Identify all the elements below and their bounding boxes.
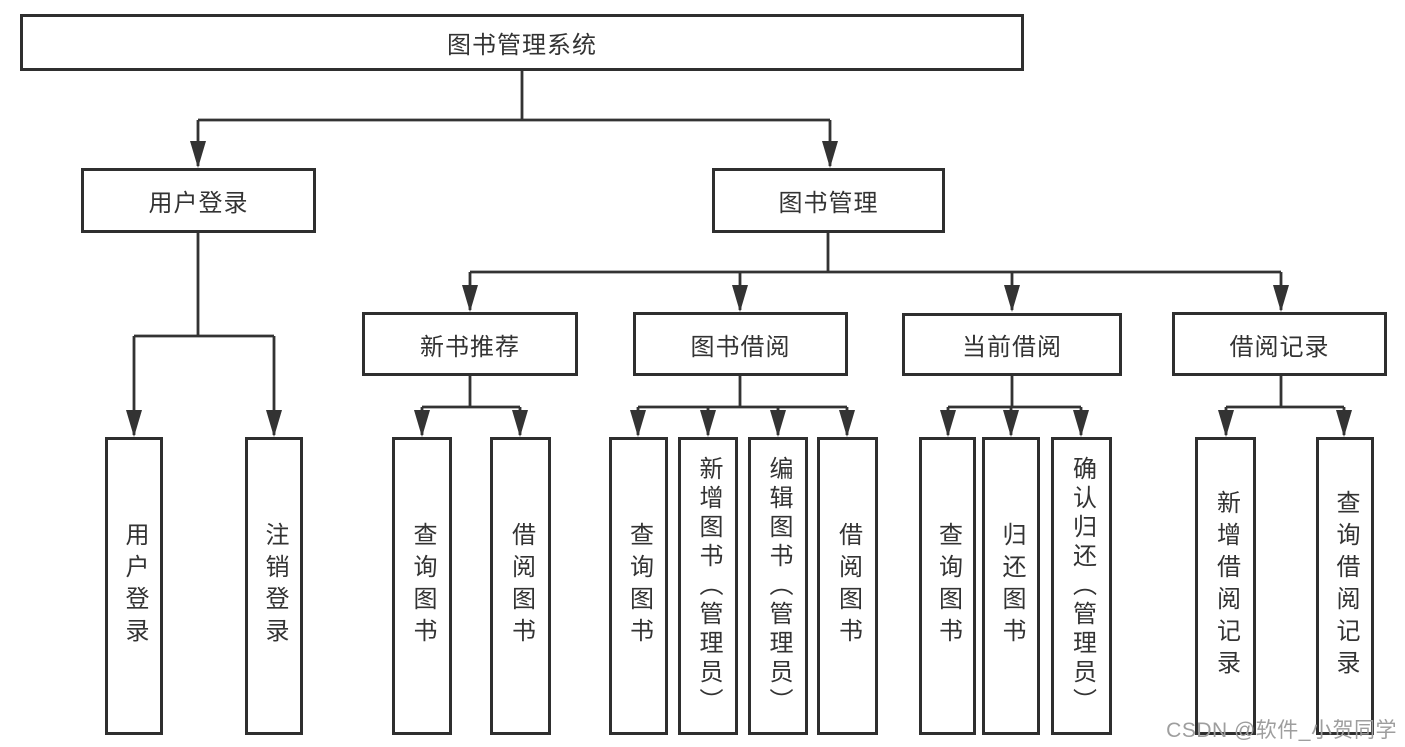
leaf-borrow-books-1: 借阅图书	[490, 437, 551, 735]
leaf-user-login: 用户登录	[105, 437, 163, 735]
leaf-user-login-label: 用户登录	[121, 522, 148, 650]
leaf-query-books-2-label: 查询图书	[625, 522, 653, 650]
leaf-return-books: 归还图书	[982, 437, 1040, 735]
node-current-borrowing-label: 当前借阅	[962, 334, 1062, 361]
leaf-query-books-1-label: 查询图书	[409, 522, 436, 650]
node-book-management-label: 图书管理	[778, 190, 879, 217]
leaf-query-books-3-label: 查询图书	[934, 522, 962, 650]
node-new-book-recommend-label: 新书推荐	[420, 333, 520, 361]
leaf-return-books-label: 归还图书	[998, 522, 1025, 650]
leaf-borrow-books-2: 借阅图书	[817, 437, 878, 735]
leaf-confirm-return-admin: 确认归还（管理员）	[1051, 437, 1112, 735]
leaf-query-books-1: 查询图书	[392, 437, 452, 735]
leaf-query-books-3: 查询图书	[919, 437, 976, 735]
node-borrowing-records: 借阅记录	[1172, 312, 1387, 376]
node-borrowing-records-label: 借阅记录	[1229, 333, 1330, 361]
node-book-borrowing-label: 图书借阅	[690, 333, 791, 361]
node-user-login: 用户登录	[81, 168, 316, 233]
leaf-edit-books-admin-label: 编辑图书（管理员）	[765, 455, 792, 717]
leaf-add-borrow-record: 新增借阅记录	[1195, 437, 1256, 735]
leaf-query-books-2: 查询图书	[609, 437, 668, 735]
leaf-confirm-return-admin-label: 确认归还（管理员）	[1068, 455, 1096, 717]
node-book-management: 图书管理	[712, 168, 945, 233]
node-library-management-system: 图书管理系统	[20, 14, 1024, 71]
csdn-watermark: CSDN @软件_小贺同学	[1166, 719, 1397, 742]
leaf-add-borrow-record-label: 新增借阅记录	[1212, 490, 1240, 682]
node-library-management-system-label: 图书管理系统	[447, 32, 597, 59]
leaf-edit-books-admin: 编辑图书（管理员）	[748, 437, 808, 735]
leaf-add-books-admin-label: 新增图书（管理员）	[695, 455, 722, 717]
node-user-login-label: 用户登录	[148, 190, 249, 217]
leaf-add-books-admin: 新增图书（管理员）	[678, 437, 738, 735]
node-new-book-recommend: 新书推荐	[362, 312, 578, 376]
leaf-query-borrow-record-label: 查询借阅记录	[1332, 490, 1359, 682]
leaf-borrow-books-1-label: 借阅图书	[507, 522, 535, 650]
node-book-borrowing: 图书借阅	[633, 312, 848, 376]
leaf-logout-label: 注销登录	[261, 522, 288, 650]
node-current-borrowing: 当前借阅	[902, 313, 1122, 376]
leaf-logout: 注销登录	[245, 437, 303, 735]
leaf-query-borrow-record: 查询借阅记录	[1316, 437, 1374, 735]
leaf-borrow-books-2-label: 借阅图书	[834, 522, 862, 650]
